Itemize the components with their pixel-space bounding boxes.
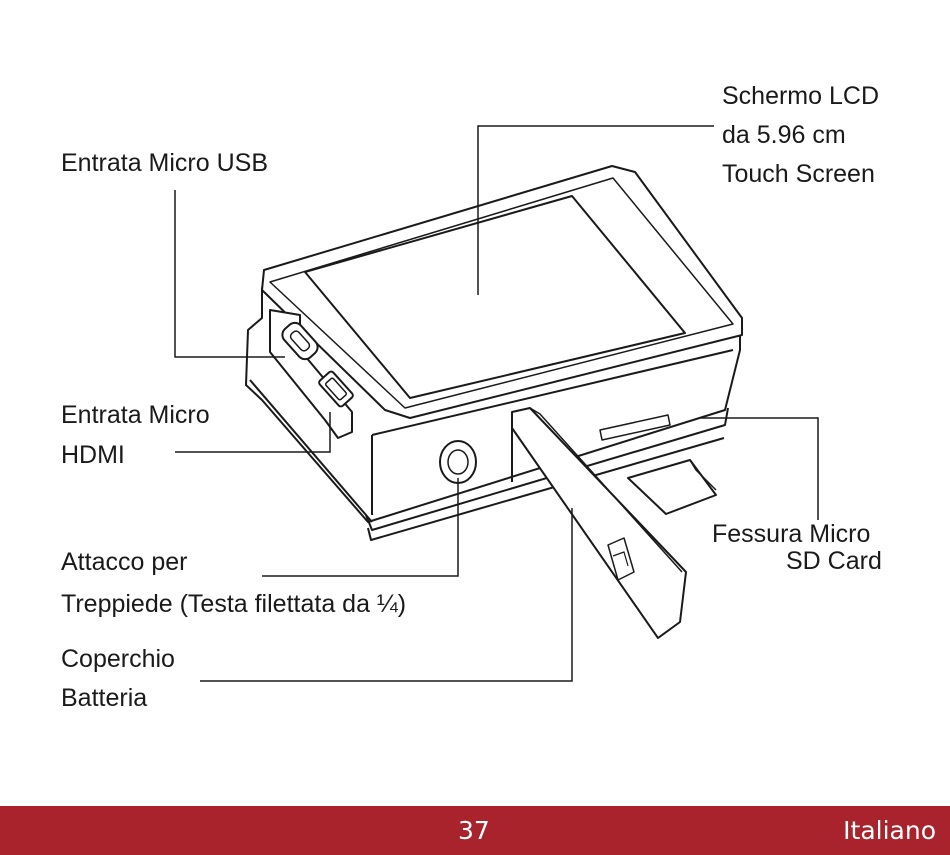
camera-diagram: [0, 0, 950, 800]
leader-sd: [700, 418, 818, 520]
label-tripod-line2: Treppiede (Testa filettata da ¼): [61, 592, 406, 617]
label-hdmi-line2: HDMI: [61, 443, 125, 468]
label-cover-line2: Batteria: [61, 686, 147, 711]
label-lcd-line3: Touch Screen: [722, 162, 875, 187]
page-number: 37: [458, 816, 490, 845]
label-lcd-line1: Schermo LCD: [722, 84, 879, 109]
label-sd-line1: Fessura Micro: [712, 522, 870, 547]
label-sd-line2: SD Card: [786, 549, 882, 574]
footer-bar: 37 Italiano: [0, 806, 950, 855]
label-lcd-line2: da 5.96 cm: [722, 123, 846, 148]
label-hdmi-line1: Entrata Micro: [61, 403, 210, 428]
label-cover-line1: Coperchio: [61, 647, 175, 672]
label-tripod-line1: Attacco per: [61, 550, 187, 575]
language-label: Italiano: [843, 816, 936, 845]
sd-card: [628, 460, 716, 514]
label-usb: Entrata Micro USB: [61, 151, 268, 176]
